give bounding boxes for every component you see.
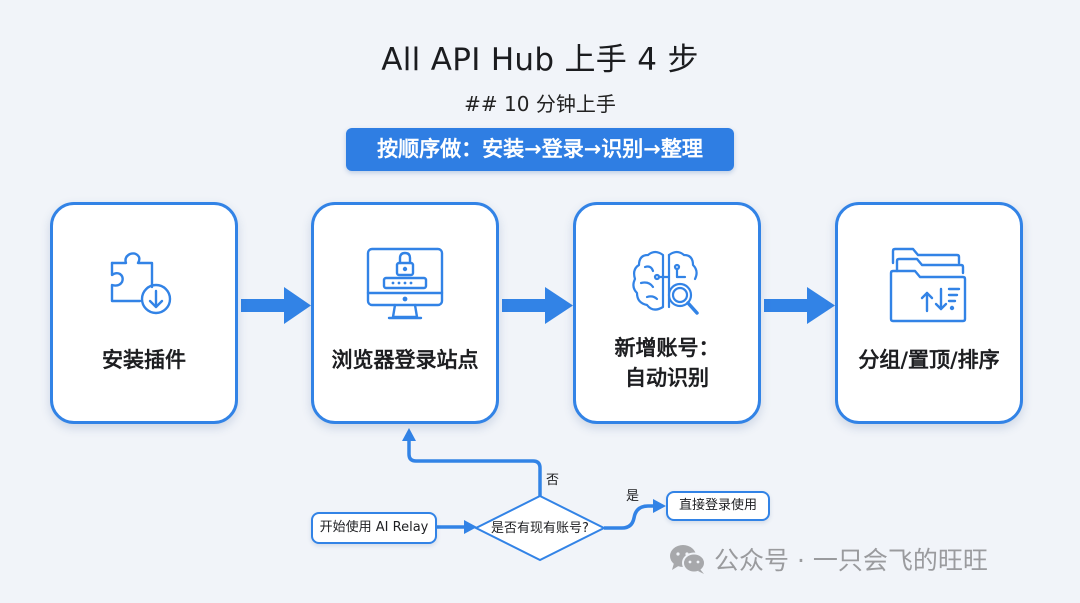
step-label: 浏览器登录站点 — [331, 348, 479, 372]
watermark: 公众号 · 一只会飞的旺旺 — [668, 541, 988, 577]
diagram-subtitle: ## 10 分钟上手 — [464, 92, 616, 116]
decision-label: 是否有现有账号? — [491, 521, 589, 536]
decision-diamond — [473, 494, 607, 562]
start-to-decision-arrow — [437, 520, 477, 534]
step-label: 安装插件 — [102, 348, 186, 372]
diagram-title: All API Hub 上手 4 步 — [381, 42, 699, 78]
step-arrow-2-3 — [502, 287, 573, 324]
start-node: 开始使用 AI Relay — [311, 512, 437, 544]
yes-branch-label: 是 — [626, 489, 640, 504]
wechat-icon — [670, 545, 706, 574]
folders-sort-icon — [889, 247, 967, 323]
monitor-lock-icon — [366, 247, 444, 320]
no-branch-arrow — [402, 428, 542, 496]
step-arrow-3-4 — [764, 287, 835, 324]
step-card-install: 安装插件 — [50, 202, 238, 424]
direct-login-node: 直接登录使用 — [666, 491, 770, 521]
puzzle-download-icon — [110, 252, 172, 315]
step-card-organize: 分组/置顶/排序 — [835, 202, 1023, 424]
watermark-text: 公众号 · 一只会飞的旺旺 — [714, 546, 988, 575]
step-card-recognize: 新增账号： 自动识别 — [573, 202, 761, 424]
step-arrow-1-2 — [241, 287, 311, 324]
no-branch-label: 否 — [546, 473, 560, 488]
step-label: 分组/置顶/排序 — [858, 348, 1000, 372]
step-label-line-2: 自动识别 — [625, 366, 709, 390]
sequence-badge: 按顺序做：安装→登录→识别→整理 — [346, 128, 734, 171]
brain-search-icon — [632, 250, 699, 315]
step-card-login: 浏览器登录站点 — [311, 202, 499, 424]
yes-branch-arrow — [604, 499, 666, 530]
step-label-line-1: 新增账号： — [614, 336, 720, 360]
